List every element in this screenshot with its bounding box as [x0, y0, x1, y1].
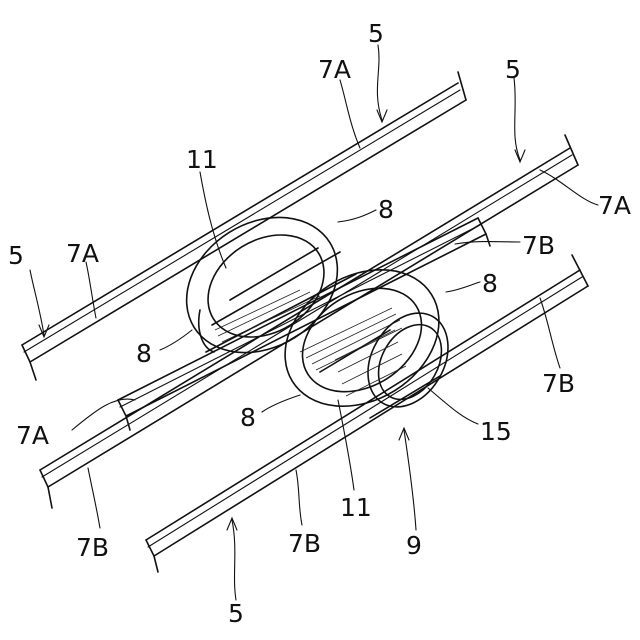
label-5-bottom: 5: [228, 599, 244, 628]
label-9: 9: [406, 531, 422, 560]
ring-upper-left: [161, 190, 362, 380]
label-7a-lower: 7A: [16, 421, 49, 450]
label-5-topright: 5: [505, 55, 521, 84]
label-7b-lower-left: 7B: [76, 533, 109, 562]
label-7a-top: 7A: [318, 55, 351, 84]
label-8-right: 8: [482, 269, 498, 298]
label-8-left: 8: [136, 339, 152, 368]
label-7b-right-upper: 7B: [522, 231, 555, 260]
rail-middle-lower: [118, 218, 490, 430]
label-7b-right-lower: 7B: [542, 369, 575, 398]
pipe-15: [320, 299, 464, 422]
label-8-top: 8: [378, 195, 394, 224]
label-7b-bottom: 7B: [288, 529, 321, 558]
label-5-left: 5: [8, 241, 24, 270]
rail-upper-left: [22, 72, 466, 380]
label-7a-left: 7A: [66, 239, 99, 268]
label-15: 15: [480, 417, 512, 446]
rail-lower-right: [146, 255, 588, 572]
label-11-bottom: 11: [340, 493, 372, 522]
label-8-lower: 8: [240, 403, 256, 432]
reference-labels: 5 5 5 5 7A 7A 7A 7A 7B 7B 7B 7B 8 8 8 8 …: [8, 19, 631, 628]
label-7a-right: 7A: [598, 191, 631, 220]
label-11-top: 11: [186, 145, 218, 174]
label-5-top: 5: [368, 19, 384, 48]
